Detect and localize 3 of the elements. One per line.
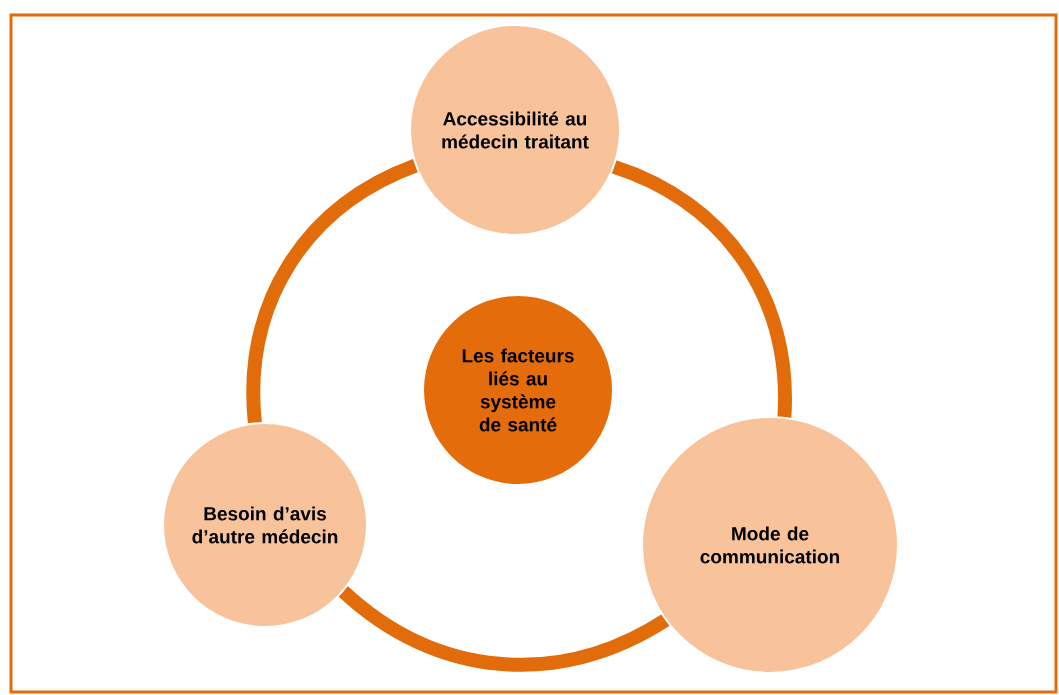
ring-arc <box>246 158 419 424</box>
ring-arc <box>338 585 670 672</box>
ring-arc <box>611 160 792 418</box>
